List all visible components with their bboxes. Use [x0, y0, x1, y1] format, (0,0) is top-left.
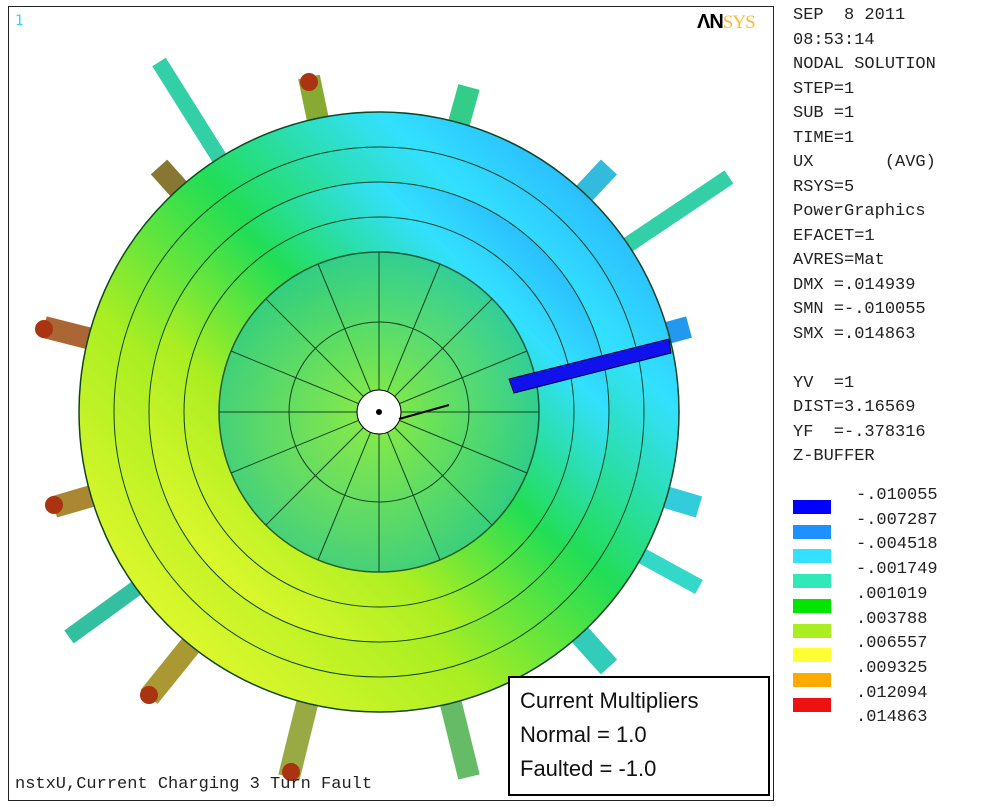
dmx-value: DMX =.014939 [793, 275, 916, 295]
solution-info-panel: SEP 8 2011 08:53:14 NODAL SOLUTION STEP=… [793, 6, 988, 472]
window-number: 1 [15, 13, 24, 29]
legend-row: .014863 [793, 708, 993, 732]
solution-type: NODAL SOLUTION [793, 55, 936, 74]
legend-swatch [793, 697, 831, 712]
graphics-mode: PowerGraphics [793, 202, 926, 221]
result-item: UX (AVG) [793, 153, 936, 172]
legend-label: .014863 [856, 708, 928, 728]
dist-value: DIST=3.16569 [793, 398, 916, 417]
rsys-value: RSYS=5 [793, 177, 855, 197]
legend-swatch [793, 524, 831, 539]
fem-model-render [35, 57, 734, 781]
legend-row: .003788 [793, 609, 993, 638]
legend-label: -.001749 [856, 560, 938, 580]
legend-swatch [793, 598, 831, 613]
legend-label: .012094 [856, 683, 928, 703]
legend-label: -.007287 [856, 510, 938, 530]
legend-label: .006557 [856, 634, 928, 654]
legend-row: -.001749 [793, 560, 993, 589]
legend-row: .012094 [793, 683, 993, 712]
yv-value: YV =1 [793, 373, 855, 393]
normal-multiplier: Normal = 1.0 [520, 722, 647, 747]
legend-swatch [793, 672, 831, 687]
yf-value: YF =-.378316 [793, 422, 926, 442]
efacet-value: EFACET=1 [793, 226, 875, 246]
time-value: TIME=1 [793, 128, 855, 148]
legend-row: .009325 [793, 658, 993, 687]
time-label: 08:53:14 [793, 30, 875, 50]
current-multipliers-box: Current Multipliers Normal = 1.0 Faulted… [508, 676, 770, 796]
step-value: STEP=1 [793, 79, 855, 99]
legend-row: .001019 [793, 584, 993, 613]
max-displacement-element [508, 338, 672, 394]
legend-swatch [793, 549, 831, 564]
model-title: nstxU,Current Charging 3 Turn Fault [15, 775, 373, 794]
sub-value: SUB =1 [793, 104, 855, 123]
legend-row: -.007287 [793, 510, 993, 539]
info-box-title: Current Multipliers [520, 688, 699, 713]
legend-label: .003788 [856, 609, 928, 629]
zbuffer-label: Z-BUFFER [793, 447, 875, 466]
legend-row: -.010055 [793, 486, 993, 514]
faulted-multiplier: Faulted = -1.0 [520, 756, 657, 781]
legend-label: -.010055 [856, 486, 938, 505]
legend-swatch [793, 623, 831, 638]
legend-label: -.004518 [856, 535, 938, 555]
legend-row: .006557 [793, 634, 993, 663]
ansys-logo: ΛNSYS [697, 11, 756, 33]
coil-tips [35, 73, 318, 781]
legend-swatch [793, 648, 831, 663]
date-label: SEP 8 2011 [793, 6, 906, 25]
graphics-viewport[interactable]: 1 ΛNSYS nstxU,Current Charging 3 Turn Fa… [8, 6, 774, 801]
legend-label: .009325 [856, 658, 928, 678]
legend-swatch [793, 500, 831, 514]
smn-value: SMN =-.010055 [793, 300, 926, 319]
avres-value: AVRES=Mat [793, 251, 885, 270]
smx-value: SMX =.014863 [793, 324, 916, 344]
legend-row: -.004518 [793, 535, 993, 564]
legend-label: .001019 [856, 584, 928, 604]
legend-swatch [793, 574, 831, 589]
